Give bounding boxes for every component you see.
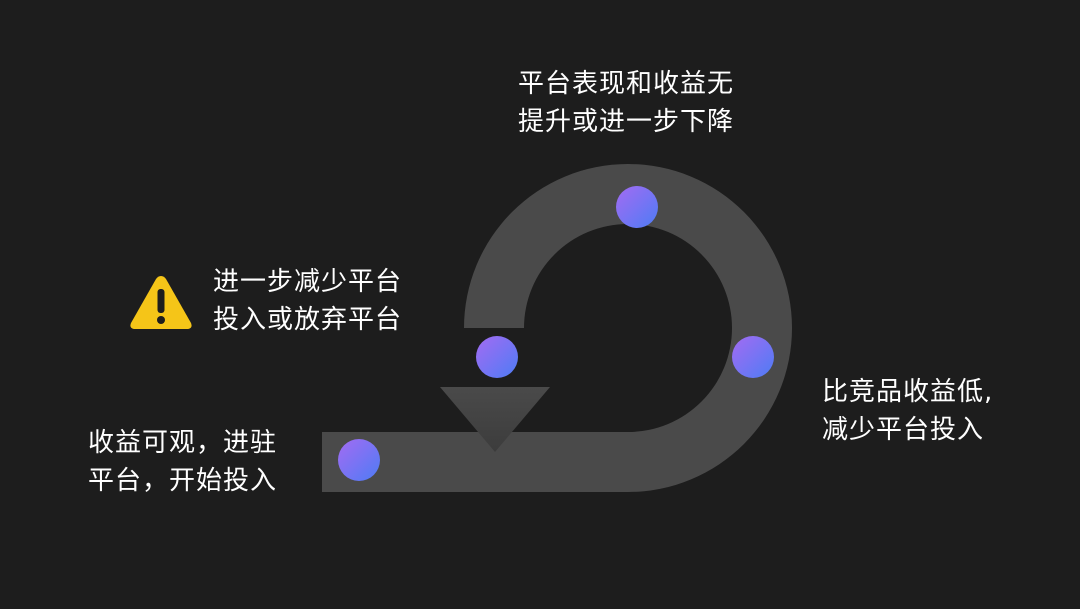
stage-label-right-line2: 减少平台投入 — [822, 415, 985, 445]
stage-label-left-line1: 进一步减少平台 — [213, 267, 403, 297]
stage-label-right: 比竞品收益低, 减少平台投入 — [822, 373, 993, 449]
node-right — [732, 336, 774, 378]
node-top — [616, 186, 658, 228]
node-bottom — [338, 439, 380, 481]
node-left — [476, 336, 518, 378]
warning-icon — [130, 276, 192, 329]
loop-arrowhead — [440, 387, 550, 452]
stage-label-top: 平台表现和收益无 提升或进一步下降 — [518, 65, 734, 141]
stage-label-left: 进一步减少平台 投入或放弃平台 — [213, 263, 402, 339]
stage-label-right-line1: 比竞品收益低, — [822, 377, 994, 407]
stage-label-top-line2: 提升或进一步下降 — [518, 107, 735, 137]
stage-label-top-line1: 平台表现和收益无 — [518, 69, 735, 99]
stage-label-bottom-line1: 收益可观，进驻 — [88, 428, 278, 458]
stage-label-bottom: 收益可观，进驻 平台，开始投入 — [88, 424, 277, 500]
stage-label-bottom-line2: 平台，开始投入 — [88, 466, 278, 496]
stage-label-left-line2: 投入或放弃平台 — [213, 305, 403, 335]
